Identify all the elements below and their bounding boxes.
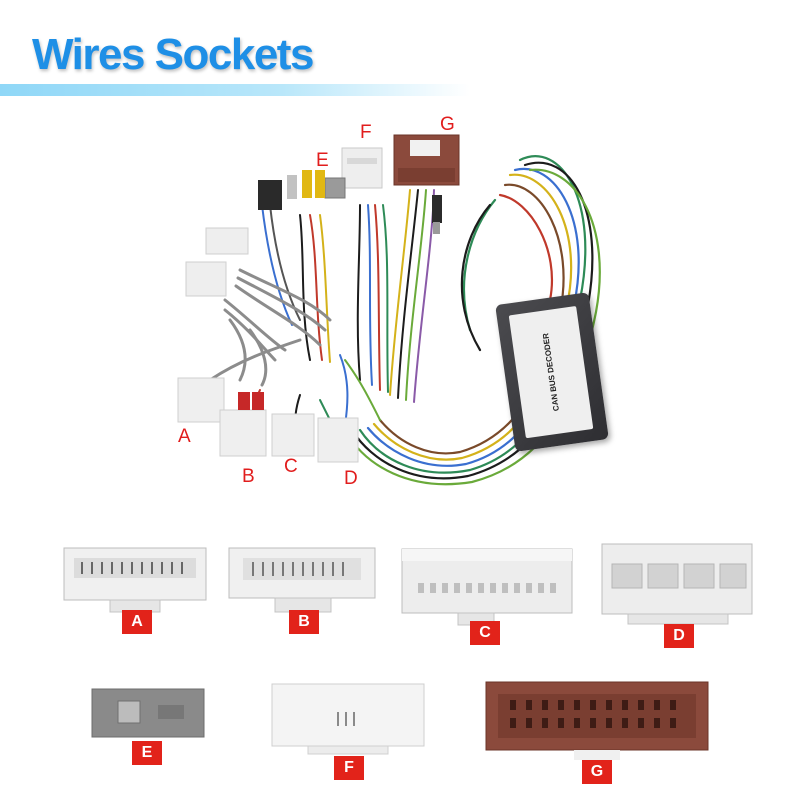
socket-g-drawing (485, 681, 709, 760)
module-label-text: CAN BUS DECODER (541, 332, 561, 412)
socket-b-drawing (228, 547, 376, 613)
socket-d-drawing (601, 543, 753, 625)
socket-tag-d: D (664, 624, 694, 648)
callout-label-g: G (440, 114, 455, 135)
socket-tile-g: G (482, 678, 712, 788)
callout-label-b: B (242, 466, 255, 487)
socket-tag-f: F (334, 756, 364, 780)
socket-c-drawing (401, 548, 573, 626)
callout-label-c: C (284, 456, 298, 477)
wiring-harness-drawing (177, 134, 601, 486)
socket-tag-g: G (582, 760, 612, 784)
socket-tag-c: C (470, 621, 500, 645)
socket-e-drawing (91, 688, 205, 738)
socket-tag-a: A (122, 610, 152, 634)
socket-tile-d: D (598, 540, 758, 650)
socket-tag-b: B (289, 610, 319, 634)
module-sticker: CAN BUS DECODER (508, 306, 594, 439)
socket-a-drawing (63, 547, 207, 613)
socket-tile-c: C (398, 545, 578, 645)
callout-label-a: A (178, 426, 191, 447)
callout-label-d: D (344, 468, 358, 489)
title-underline-bar (0, 84, 470, 96)
socket-tile-f: F (268, 680, 428, 780)
socket-tile-b: B (225, 540, 380, 635)
socket-tile-e: E (88, 685, 208, 770)
header: Wires Sockets (0, 0, 800, 110)
socket-tag-e: E (132, 741, 162, 765)
callout-label-f: F (360, 122, 372, 143)
callout-label-e: E (316, 150, 329, 171)
wiring-harness-photo: A B C D E F G CAN BUS DECODER (0, 100, 800, 520)
page-title: Wires Sockets (32, 30, 314, 79)
socket-tile-a: A (60, 540, 210, 634)
socket-f-drawing (271, 683, 425, 755)
